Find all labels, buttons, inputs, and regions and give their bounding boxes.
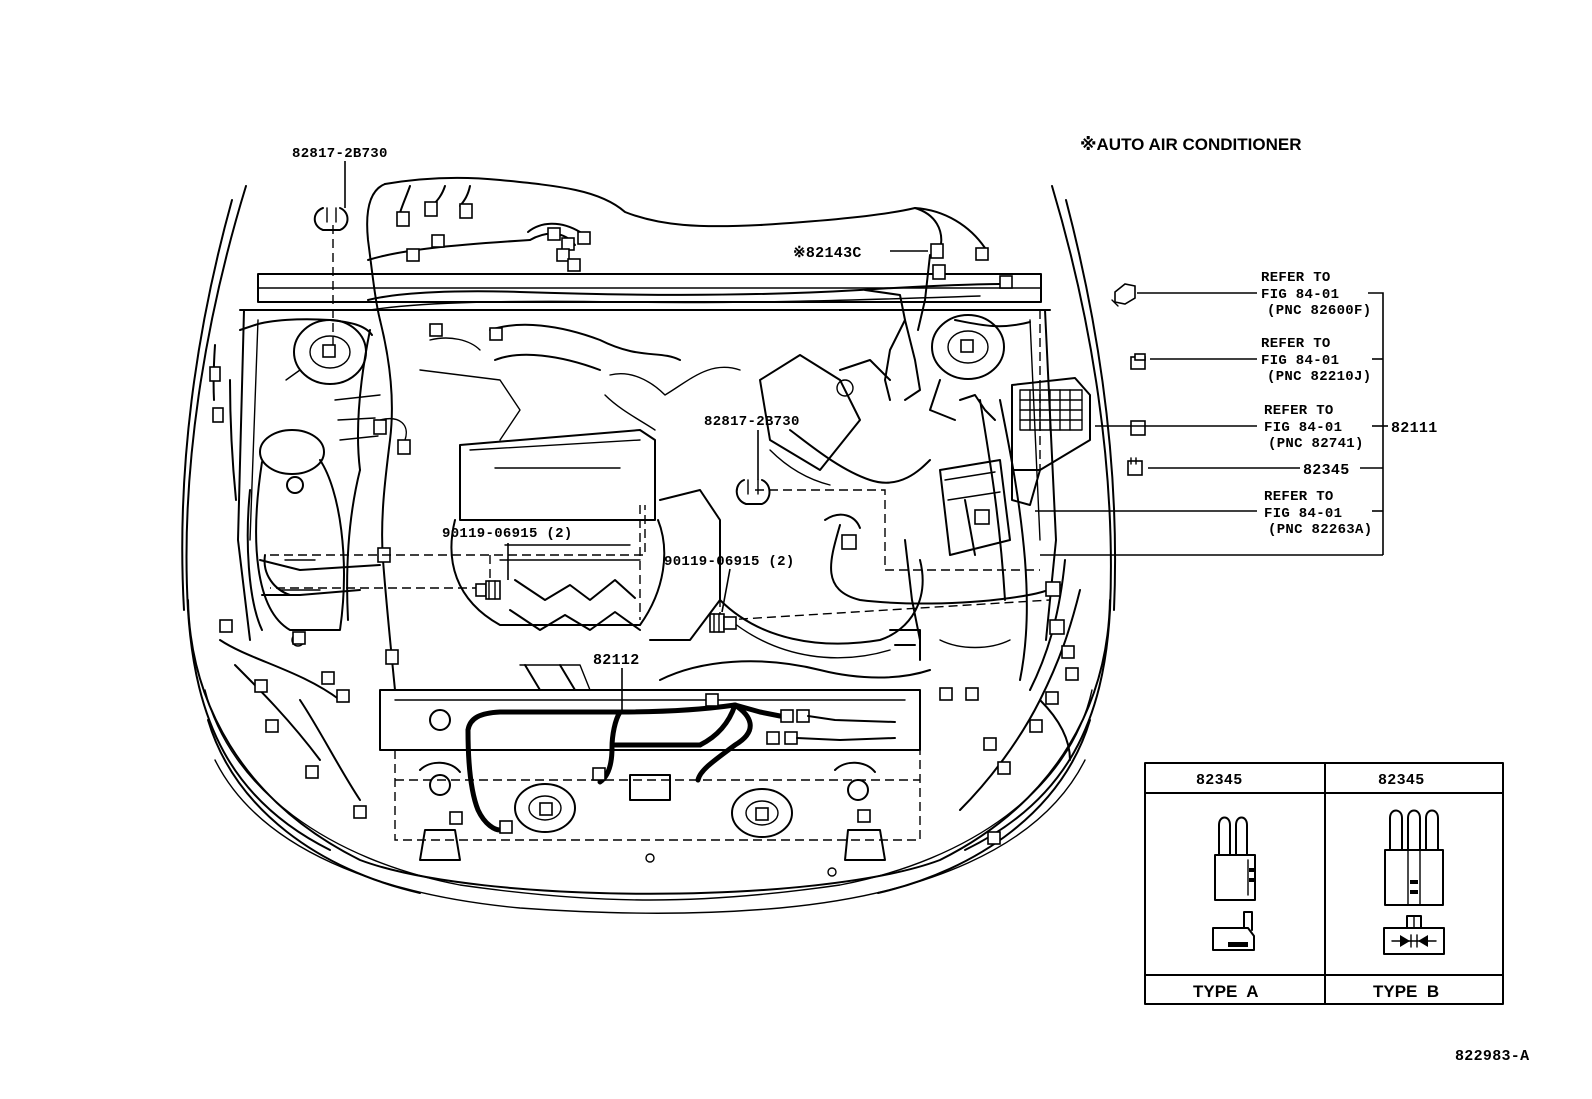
refer-note-82600f: REFER TO FIG 84-01 (PNC 82600F) [1261,270,1371,319]
left-engine-bay-components [246,394,381,647]
relay-type-table: 82345 82345 TYPE A TYPE B [1144,762,1504,1005]
front-end-components [394,709,921,877]
bolt-90119-left [475,580,501,600]
label-ac-harness: ※82143C [793,245,862,262]
label-clamp-center: 82817-2B730 [704,414,800,430]
left-strut-tower [285,319,367,385]
right-side-harness [824,379,1081,845]
svg-text:(PNC 82741): (PNC 82741) [1268,436,1364,452]
label-relay: 82345 [1303,462,1350,479]
type-a-header: 82345 [1196,772,1243,789]
svg-text:FIG 84-01: FIG 84-01 [1261,287,1339,303]
label-bolt-left: 90119-06915 (2) [442,526,573,542]
type-a-relay-drawing [1212,816,1256,951]
relay-parts-ref [1111,283,1146,476]
clamp-82817-top [313,207,349,231]
bolt-90119-right [709,613,737,633]
engine-assembly [419,323,1011,691]
svg-text:(PNC 82263A): (PNC 82263A) [1268,522,1372,538]
svg-text:REFER TO: REFER TO [1261,336,1331,352]
label-clamp-top: 82817-2B730 [292,146,388,162]
refer-note-82210j: REFER TO FIG 84-01 (PNC 82210J) [1261,336,1371,385]
label-engine-wire: 82112 [593,652,640,669]
refer-note-82741: REFER TO FIG 84-01 (PNC 82741) [1264,403,1364,452]
svg-text:(PNC 82210J): (PNC 82210J) [1267,369,1371,385]
svg-text:REFER TO: REFER TO [1261,270,1331,286]
type-b-header: 82345 [1378,772,1425,789]
svg-text:FIG 84-01: FIG 84-01 [1264,420,1342,436]
type-a-footer: TYPE A [1193,982,1259,1001]
engine-wire-82112 [465,693,896,834]
svg-text:FIG 84-01: FIG 84-01 [1264,506,1342,522]
cowl-harness-connectors [396,201,1013,341]
battery-ecu-bracket [939,394,1011,556]
figure-code: 822983-A [1455,1048,1529,1065]
right-strut-tower [931,314,1005,380]
left-side-harness [209,318,411,819]
type-b-relay-drawing [1383,809,1445,955]
svg-text:(PNC 82600F): (PNC 82600F) [1267,303,1371,319]
svg-text:REFER TO: REFER TO [1264,489,1334,505]
label-bolt-right: 90119-06915 (2) [664,554,795,570]
type-b-footer: TYPE B [1373,982,1439,1001]
clamp-82817-center [735,479,771,505]
label-leader-lines [344,161,1388,710]
label-relay-block: 82111 [1391,420,1438,437]
part-number-labels: ※AUTO AIR CONDITIONER 82817-2B730 ※82143… [292,135,1438,669]
svg-text:FIG 84-01: FIG 84-01 [1261,353,1339,369]
refer-to-notes: REFER TO FIG 84-01 (PNC 82600F) REFER TO… [1261,270,1372,538]
refer-note-82263a: REFER TO FIG 84-01 (PNC 82263A) [1264,489,1372,538]
auto-air-conditioner-note: ※AUTO AIR CONDITIONER [1080,135,1301,154]
svg-text:REFER TO: REFER TO [1264,403,1334,419]
